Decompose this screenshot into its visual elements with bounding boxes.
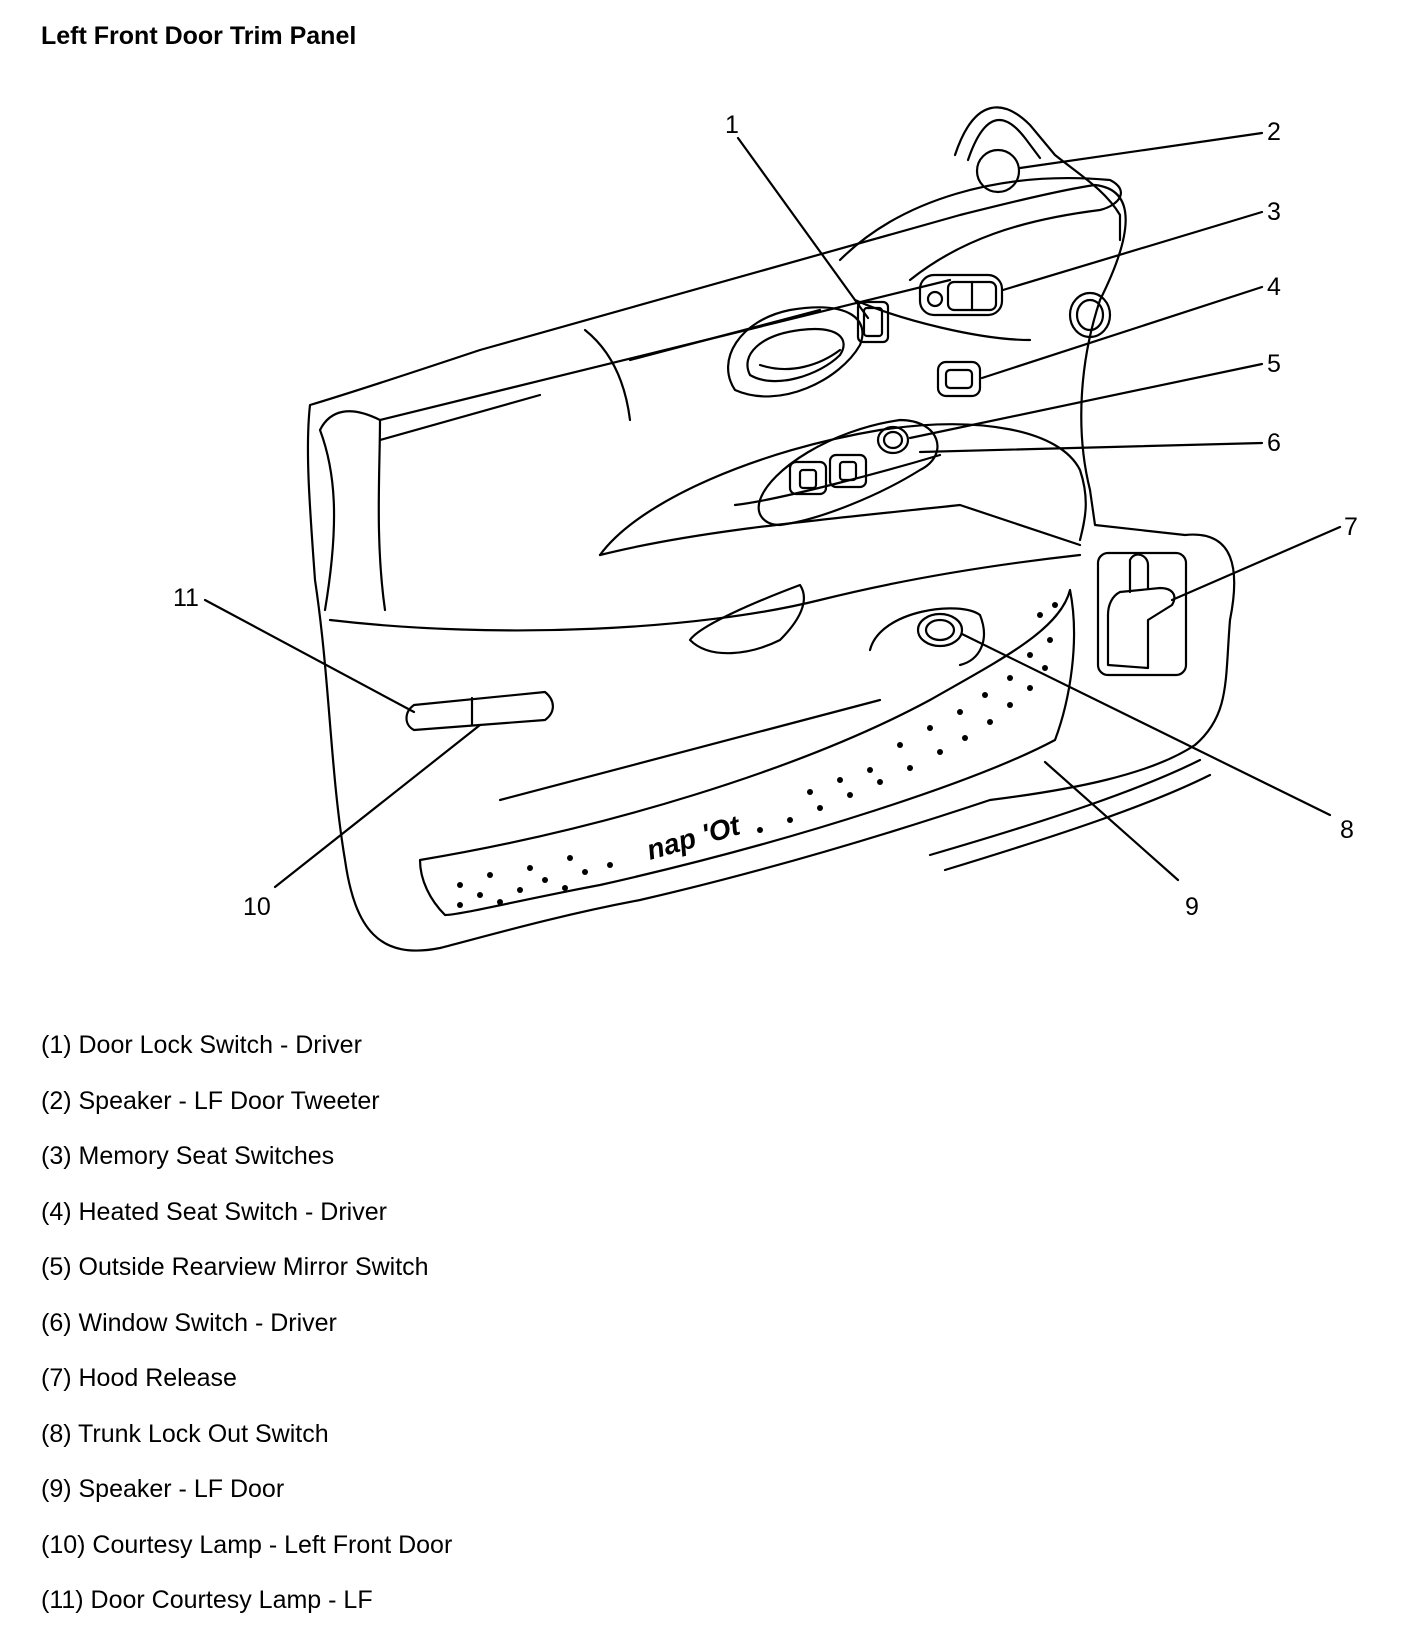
hood-release-handle bbox=[1106, 586, 1176, 670]
speaker-grille bbox=[418, 588, 1076, 917]
legend-item-4: (4) Heated Seat Switch - Driver bbox=[41, 1197, 387, 1226]
legend-item-7: (7) Hood Release bbox=[41, 1364, 237, 1392]
door-panel-outline bbox=[306, 183, 1236, 952]
legend-item-5: (5) Outside Rearview Mirror Switch bbox=[41, 1253, 429, 1281]
legend-item-2: (2) Speaker - LF Door Tweeter bbox=[41, 1086, 380, 1115]
callout-8: 8 bbox=[1340, 816, 1354, 844]
mirror-switch bbox=[876, 425, 910, 455]
hood-release-housing bbox=[1096, 551, 1188, 677]
callout-7: 7 bbox=[1344, 513, 1358, 541]
legend-item-9: (9) Speaker - LF Door bbox=[41, 1475, 285, 1503]
door-handle-cup bbox=[727, 306, 864, 398]
trunk-lockout-switch bbox=[916, 612, 964, 648]
heated-seat-switch bbox=[936, 360, 982, 398]
callout-2: 2 bbox=[1267, 118, 1281, 146]
sail-panel bbox=[953, 106, 1122, 242]
callout-9: 9 bbox=[1185, 893, 1199, 921]
legend-item-1: (1) Door Lock Switch - Driver bbox=[41, 1031, 362, 1059]
door-lock-switch bbox=[856, 300, 890, 344]
legend-item-10: (10) Courtesy Lamp - Left Front Door bbox=[41, 1530, 453, 1559]
legend-item-8: (8) Trunk Lock Out Switch bbox=[41, 1419, 329, 1448]
memory-seat-switch-bezel bbox=[918, 273, 1004, 317]
callout-1: 1 bbox=[725, 111, 739, 139]
legend-item-6: (6) Window Switch - Driver bbox=[41, 1308, 337, 1337]
grille-watermark: nap 'Ot bbox=[643, 809, 745, 866]
callout-11: 11 bbox=[173, 584, 199, 612]
component-legend: (1) Door Lock Switch - Driver (2) Speake… bbox=[41, 1030, 452, 1641]
legend-item-11: (11) Door Courtesy Lamp - LF bbox=[41, 1586, 373, 1614]
callout-6: 6 bbox=[1267, 429, 1281, 457]
callout-5: 5 bbox=[1267, 350, 1281, 378]
grille-texture bbox=[457, 602, 1058, 908]
tweeter-speaker bbox=[975, 148, 1021, 194]
legend-item-3: (3) Memory Seat Switches bbox=[41, 1142, 335, 1170]
armrest bbox=[598, 423, 1087, 557]
callout-4: 4 bbox=[1267, 273, 1281, 301]
courtesy-lamp bbox=[405, 690, 554, 732]
callout-10: 10 bbox=[243, 893, 271, 921]
callout-3: 3 bbox=[1267, 198, 1281, 226]
door-trim-panel-diagram: nap 'Ot 1 2 3 4 5 6 7 8 9 10 11 bbox=[173, 106, 1358, 952]
page-title: Left Front Door Trim Panel bbox=[41, 22, 357, 50]
